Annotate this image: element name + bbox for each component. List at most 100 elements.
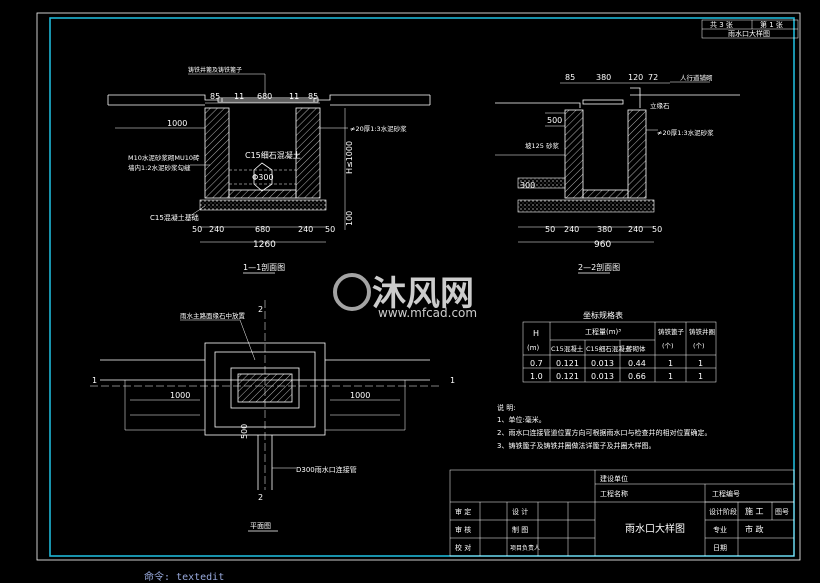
note-1: 1、单位:毫米。 <box>497 415 546 424</box>
table-cell: 1 <box>668 359 673 368</box>
tb-leader: 项目负责人 <box>510 544 540 552</box>
dim2-bot-240a: 240 <box>564 225 579 234</box>
section-1-1: Φ300 C15细石混凝土 铸铁井篦及铸铁篦子 85 11 680 11 85 … <box>107 66 431 274</box>
dim-100: 100 <box>345 211 354 226</box>
plan-dim-left: 1000 <box>170 391 190 400</box>
dim-h: H≤1000 <box>345 141 354 174</box>
grate-label: 铸铁井篦及铸铁篦子 <box>188 66 242 74</box>
command-prompt: 命令: <box>144 572 171 583</box>
section-2-2: 85 380 120 72 人行道铺砌 立缘石 500 ≠20厚1:3水泥砂浆 … <box>495 73 740 274</box>
dim-left-1000: 1000 <box>167 119 187 128</box>
plan-mark-1-left: 1 <box>92 376 97 385</box>
dim-top-11b: 11 <box>289 92 299 101</box>
dim2-120: 120 <box>628 73 643 82</box>
th-grate-unit: (个) <box>662 342 674 350</box>
dim2-bot-50b: 50 <box>652 225 662 234</box>
dim-bot-240b: 240 <box>298 225 313 234</box>
dim-bot-240a: 240 <box>209 225 224 234</box>
watermark-brand: 沐风网 <box>372 274 474 314</box>
watermark-url: www.mfcad.com <box>378 306 477 320</box>
table-cell: 1.0 <box>530 372 543 381</box>
wall-note-2: 墙内1:2水泥砂浆勾缝 <box>128 163 191 172</box>
th-frame-unit: (个) <box>693 342 705 350</box>
plan-dim-right: 1000 <box>350 391 370 400</box>
dim2-300: 300 <box>520 181 535 190</box>
dim-bot-50a: 50 <box>192 225 202 234</box>
plan-mark-2-bottom: 2 <box>258 493 263 502</box>
table-cell: 1 <box>698 372 703 381</box>
tb-project: 建设单位 <box>600 474 628 483</box>
th-h: H <box>533 329 539 338</box>
plan-pipe-label: D300雨水口连接管 <box>296 465 357 474</box>
dim-top-680: 680 <box>257 92 272 101</box>
note-3: 3、铸铁篦子及铸铁井圈做法详篦子及井圈大样图。 <box>497 441 655 450</box>
dim2-total-960: 960 <box>594 240 611 250</box>
th-m: (m) <box>527 344 540 352</box>
th-brick: 砖砌体 <box>626 344 646 353</box>
table-cell: 1 <box>668 372 673 381</box>
plan-view: 雨水主路面缘石中放置 1000 1000 500 D300雨水口连接管 1 1 … <box>90 300 455 532</box>
plan-dim-500: 500 <box>240 424 249 439</box>
table-cell: 0.44 <box>628 359 646 368</box>
tb-review: 审 核 <box>455 525 471 534</box>
dim-top-85b: 85 <box>308 92 318 101</box>
dim-bot-680: 680 <box>255 225 270 234</box>
slope-label: 坡125 砂浆 <box>525 141 559 150</box>
tb-fig-no: 图号 <box>775 508 789 516</box>
sheet-page: 第 1 张 <box>760 20 783 29</box>
dim2-500: 500 <box>547 116 562 125</box>
tb-check: 校 对 <box>455 543 471 552</box>
th-c15a: C15混凝土 <box>551 344 584 353</box>
note-2: 2、雨水口连接管道位置方向可根据雨水口与检查井的相对位置确定。 <box>497 428 711 437</box>
tb-major: 市 政 <box>745 524 764 534</box>
plan-mark-2-top: 2 <box>258 305 263 314</box>
tb-stage-label: 设计阶段 <box>709 507 737 516</box>
command-value: textedit <box>176 572 225 583</box>
outer-frame <box>36 12 801 561</box>
kerb-label: 立缘石 <box>650 101 670 110</box>
th-qty: 工程量(m)³ <box>585 327 621 336</box>
dim-total-1260: 1260 <box>253 240 276 250</box>
th-frame: 铸铁井圈 <box>689 327 715 336</box>
plaster-note-2: ≠20厚1:3水泥砂浆 <box>657 128 714 137</box>
dim-top-85a: 85 <box>210 92 220 101</box>
dim2-72: 72 <box>648 73 658 82</box>
notes-title: 说 明: <box>497 403 516 412</box>
base-note: C15混凝土基础 <box>150 213 199 222</box>
table-title: 坐标规格表 <box>583 310 623 320</box>
sidewalk-label: 人行道铺砌 <box>680 73 713 82</box>
section-2-title: 2—2剖面图 <box>578 262 620 272</box>
th-c15b: C15细石混凝土 <box>586 344 632 353</box>
spec-table: 坐标规格表 H (m) 工程量(m)³ C15混凝土 C15细石混凝土 砖砌体 … <box>522 310 717 383</box>
dim2-bot-50a: 50 <box>545 225 555 234</box>
wall-note-1: M10水泥砂浆砌MU10砖 <box>128 153 200 162</box>
table-cell: 0.7 <box>530 359 543 368</box>
dim-top-11a: 11 <box>234 92 244 101</box>
plan-label: 雨水主路面缘石中放置 <box>180 311 246 320</box>
pipe-dia-1: Φ300 <box>252 173 274 182</box>
title-block: 建设单位 工程名称 工程编号 审 定 设 计 审 核 制 图 校 对 项目负责人… <box>449 469 795 557</box>
plan-title: 平面图 <box>250 522 271 530</box>
th-grate: 铸铁篦子 <box>658 327 685 336</box>
tb-drawing-name: 雨水口大样图 <box>625 522 685 535</box>
table-cell: 0.013 <box>591 359 614 368</box>
dim2-bot-380: 380 <box>597 225 612 234</box>
dim2-bot-240b: 240 <box>628 225 643 234</box>
dim2-380: 380 <box>596 73 611 82</box>
table-cell: 0.121 <box>556 372 579 381</box>
tb-subproject: 工程名称 <box>600 489 628 498</box>
sheet-total: 共 3 张 <box>710 20 733 29</box>
command-line[interactable]: 命令: textedit <box>144 568 224 583</box>
dim2-85: 85 <box>565 73 575 82</box>
watermark-logo-icon <box>333 273 371 311</box>
notes-block: 说 明: 1、单位:毫米。 2、雨水口连接管道位置方向可根据雨水口与检查井的相对… <box>497 403 711 450</box>
watermark: 沐风网 www.mfcad.com <box>333 273 477 320</box>
tb-stage: 施 工 <box>745 506 764 516</box>
section-1-title: 1—1剖面图 <box>243 262 285 272</box>
inner-frame-cyan <box>49 17 795 557</box>
tb-design: 设 计 <box>512 507 528 516</box>
c15-top-label: C15细石混凝土 <box>245 150 301 160</box>
plaster-note-1: ≠20厚1:3水泥砂浆 <box>350 124 407 133</box>
dim-bot-50b: 50 <box>325 225 335 234</box>
